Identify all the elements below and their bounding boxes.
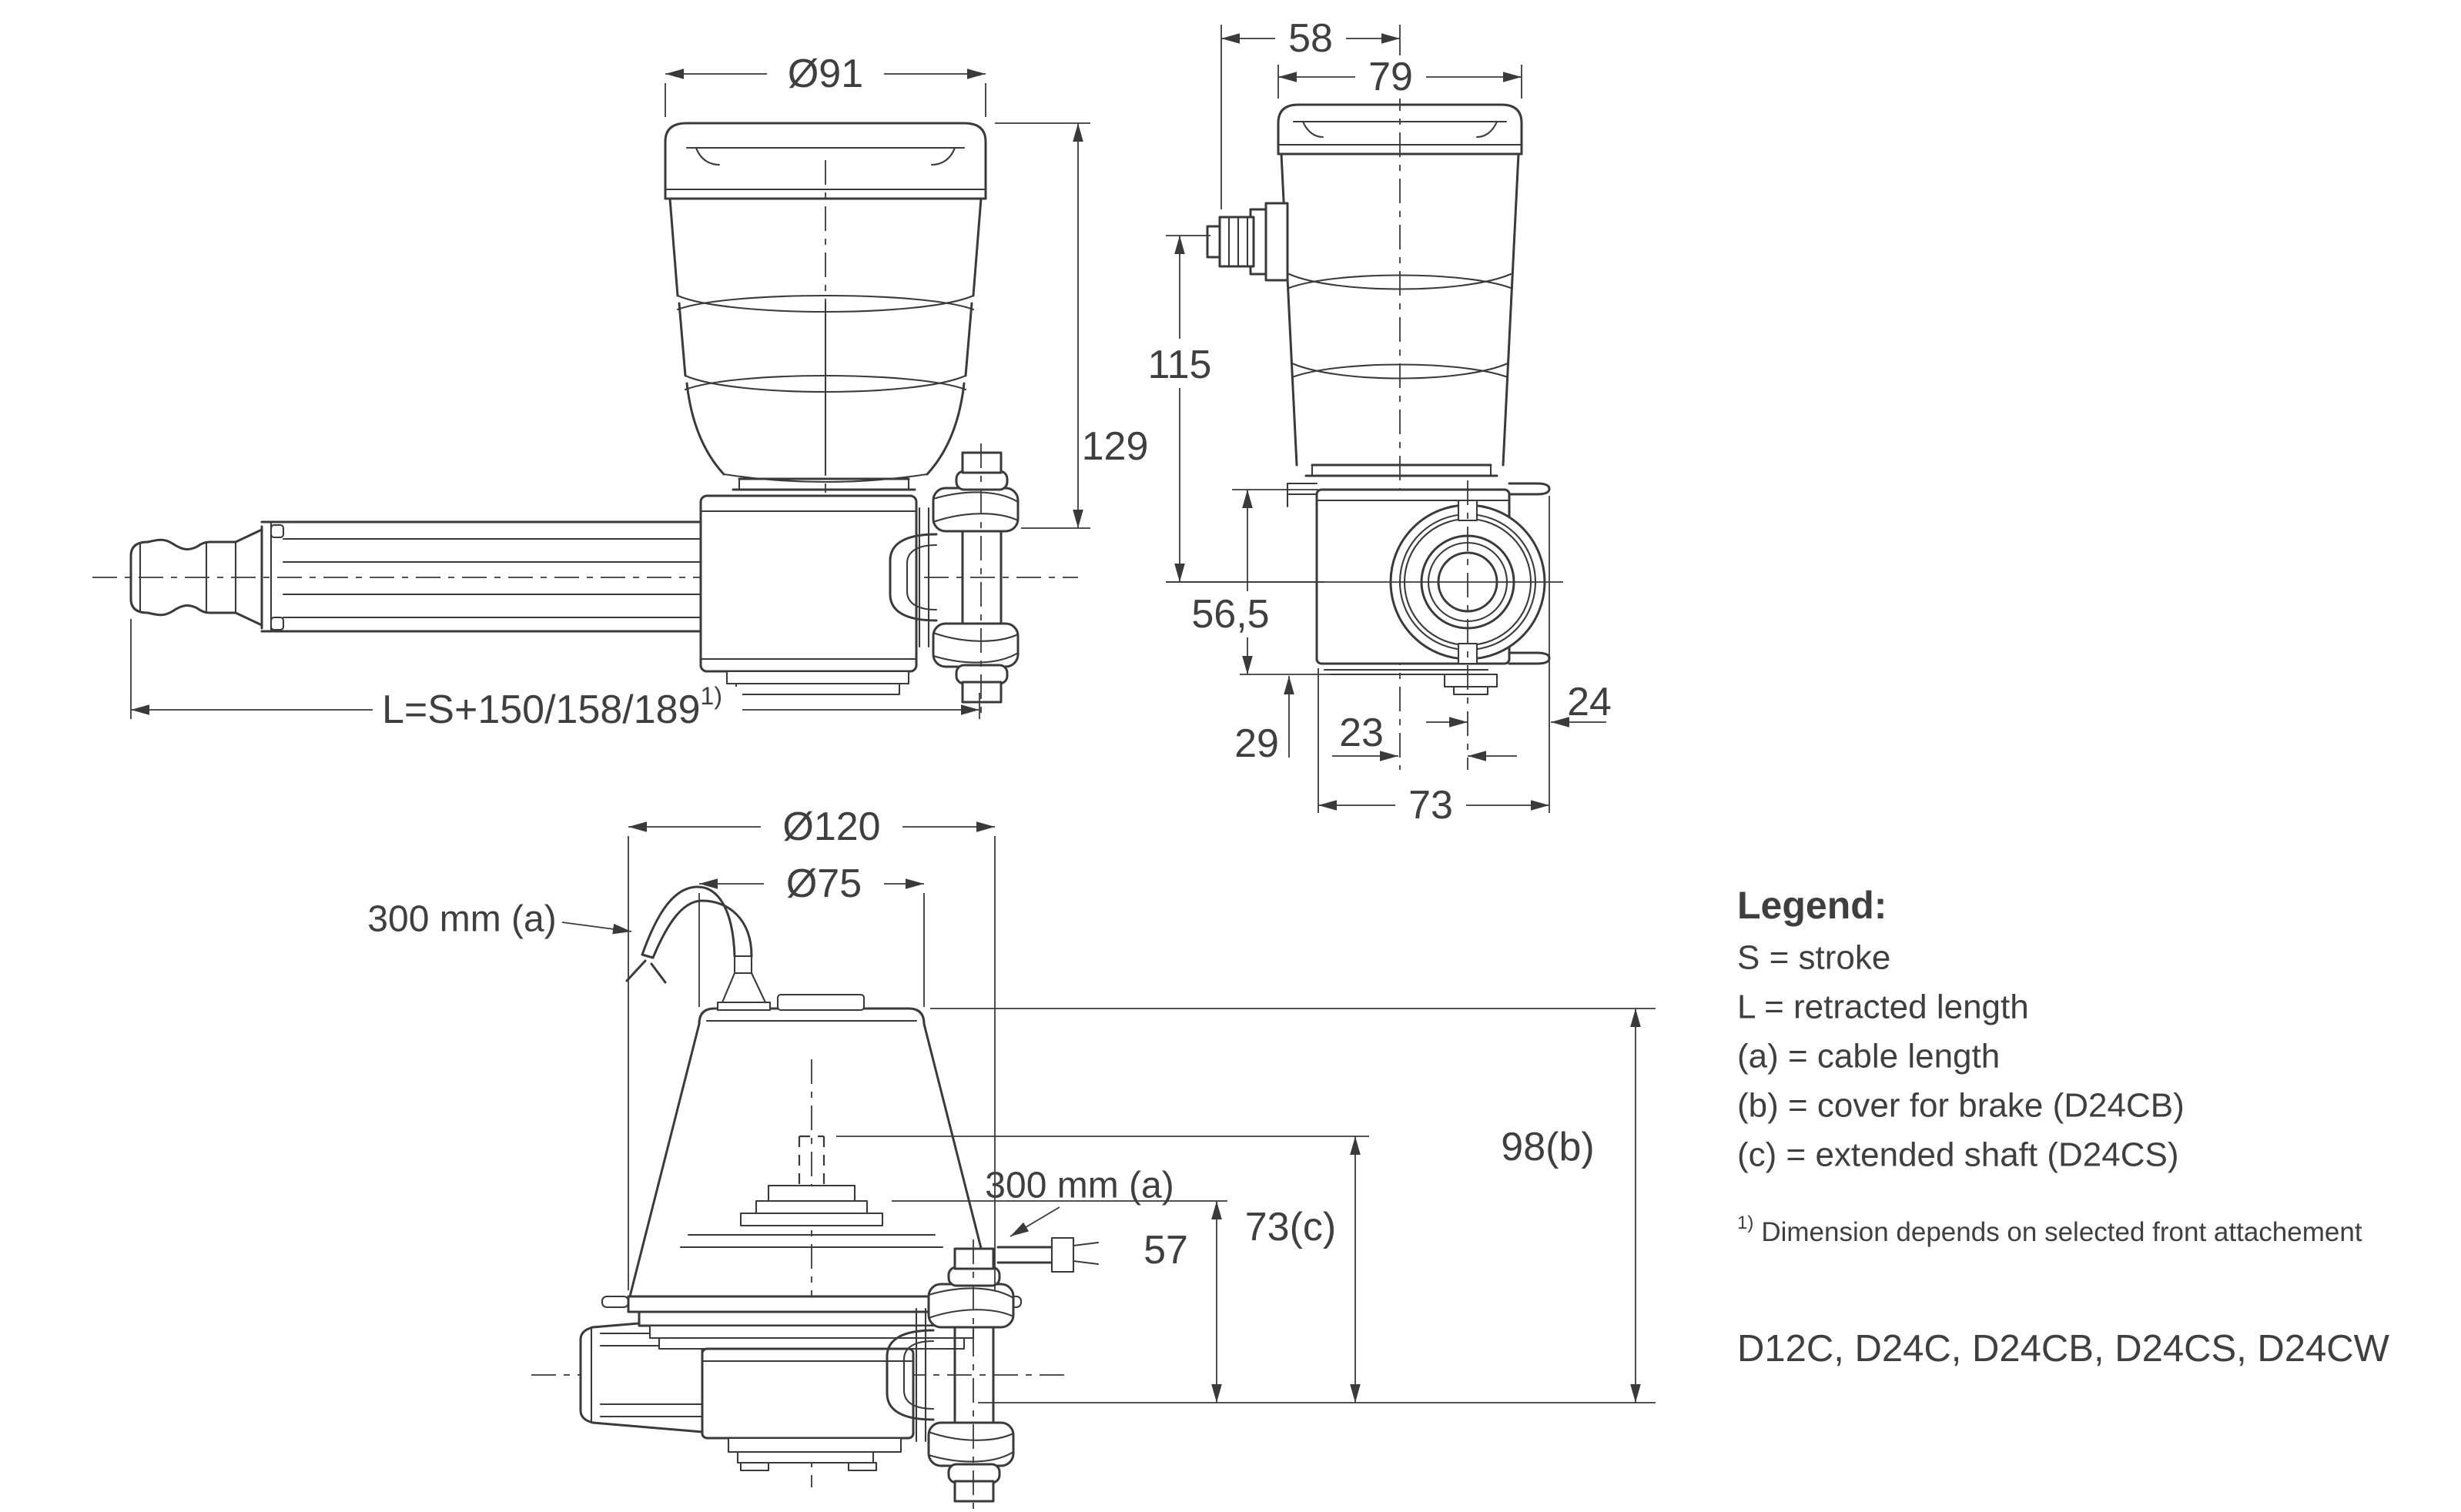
extension-tube [234,520,702,633]
dim-label-73: 73 [1408,783,1453,828]
motor-cone [628,955,995,1298]
legend-item-cable-length: (a) = cable length [1737,1038,2000,1075]
dim-label-98b: 98(b) [1501,1125,1594,1169]
gearbox-housing [699,494,918,696]
cable-loop [625,885,753,984]
pivot-boss [1166,480,1563,770]
dim-label-57: 57 [1143,1228,1188,1273]
legend-footnote: 1)Dimension depends on selected front at… [1737,1213,2362,1247]
cable-length-label-1: 300 mm (a) [367,899,556,940]
legend-item-extended-shaft: (c) = extended shaft (D24CS) [1737,1136,2178,1174]
dim-label-129: 129 [1082,424,1149,469]
piston-rod-end [129,538,237,617]
dim-label-retracted-length: L=S+150/158/1891) [382,682,722,732]
side-cable [996,1236,1100,1273]
legend-item-brake-cover: (b) = cover for brake (D24CB) [1737,1087,2185,1125]
side-view-drawing: Ø91 129 L=S+150/158/1891) [92,51,1148,733]
legend-item-retracted-length: L = retracted length [1737,988,2029,1026]
dim-label-58: 58 [1288,16,1333,61]
front-view-drawing: 58 79 115 56,5 29 [1140,16,1612,828]
dim-label-56-5: 56,5 [1191,592,1269,637]
dim-label-73c: 73(c) [1245,1205,1336,1249]
dim-label-diameter-91: Ø91 [788,52,863,96]
dim-label-diameter-120: Ø120 [782,805,880,849]
side-view-dimensions: Ø91 129 L=S+150/158/1891) [130,51,1149,733]
front-view-dimensions: 58 79 115 56,5 29 [1140,16,1612,828]
legend-block: Legend: S = stroke L = retracted length … [1737,884,2390,1370]
clevis-mount [889,443,1020,718]
motor-housing [664,122,987,491]
rear-gear-housing [701,1347,915,1472]
rear-clevis-mount [886,1239,1015,1509]
dim-label-29: 29 [1234,721,1279,766]
legend-item-stroke: S = stroke [1737,939,1890,977]
rear-view-dimensions: Ø120 Ø75 300 mm (a) 300 mm (a) 57 73(c) [367,804,1656,1403]
cable-length-label-2: 300 mm (a) [985,1166,1174,1206]
dim-label-79: 79 [1368,55,1413,99]
model-list: D12C, D24C, D24CB, D24CS, D24CW [1737,1328,2390,1370]
front-motor-housing [1277,103,1523,477]
dim-label-24: 24 [1567,680,1612,724]
brake-hub [739,1184,884,1227]
dim-label-115: 115 [1148,343,1212,387]
cable-gland [1206,202,1289,282]
dim-label-23: 23 [1339,711,1384,755]
legend-title: Legend: [1737,884,1887,927]
rear-view-drawing: Ø120 Ø75 300 mm (a) 300 mm (a) 57 73(c) [367,804,1656,1509]
dim-label-diameter-75: Ø75 [786,861,862,906]
extended-shaft-hidden [798,1135,825,1186]
